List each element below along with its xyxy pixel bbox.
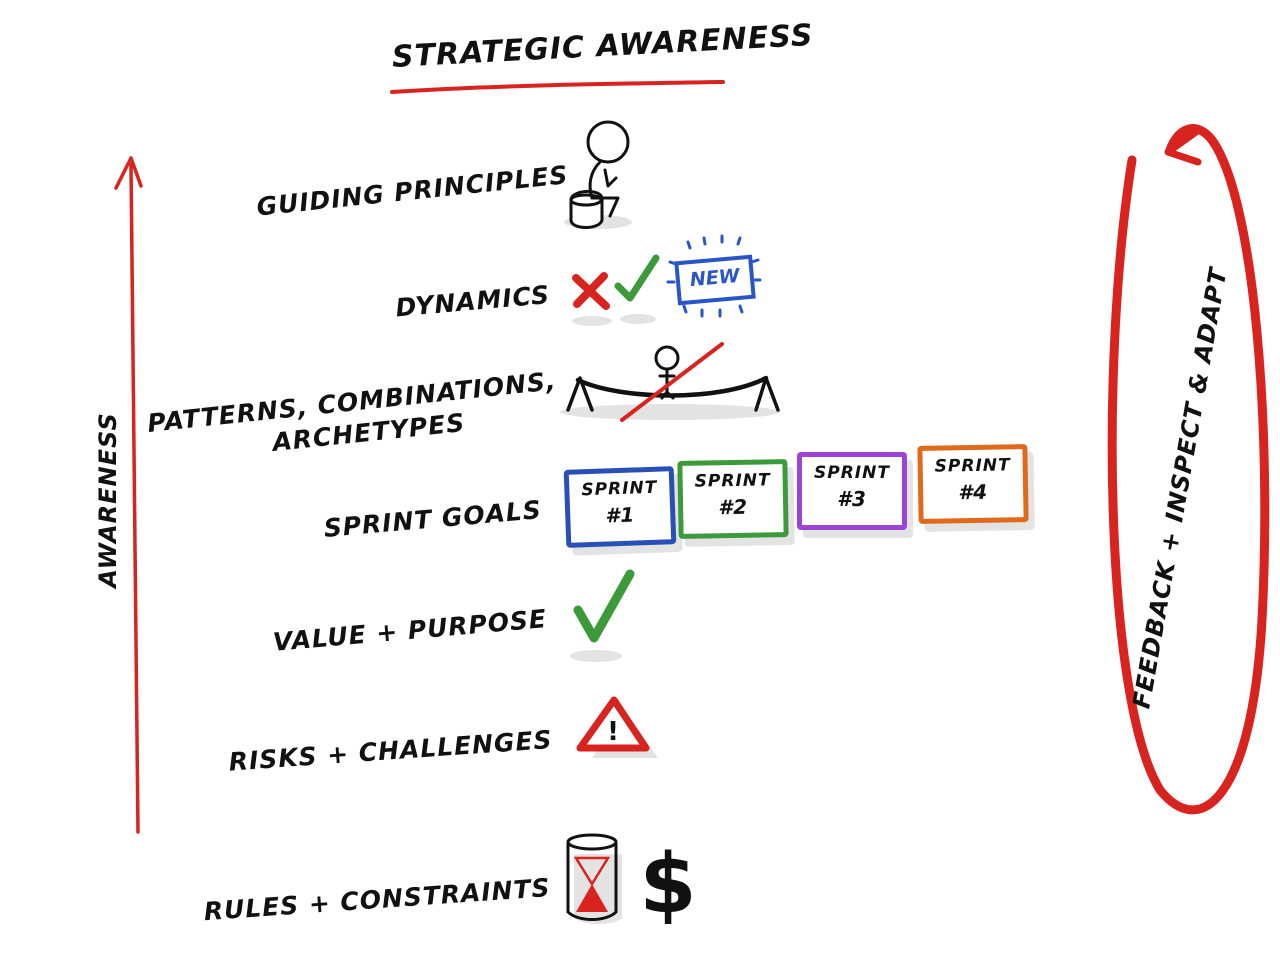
- red-cross-icon: [572, 272, 610, 310]
- sprint-box-number: #3: [837, 487, 867, 511]
- title-underline: [390, 80, 725, 94]
- sprint-goal-box-3: SPRINT #3: [797, 452, 907, 530]
- green-check-icon: [614, 254, 660, 302]
- warning-exclamation: !: [607, 717, 619, 747]
- sprint-box-title: SPRINT: [814, 463, 890, 483]
- dollar-icon: $: [639, 837, 696, 932]
- new-badge-rays: [666, 234, 762, 318]
- hourglass-icon: [566, 833, 622, 924]
